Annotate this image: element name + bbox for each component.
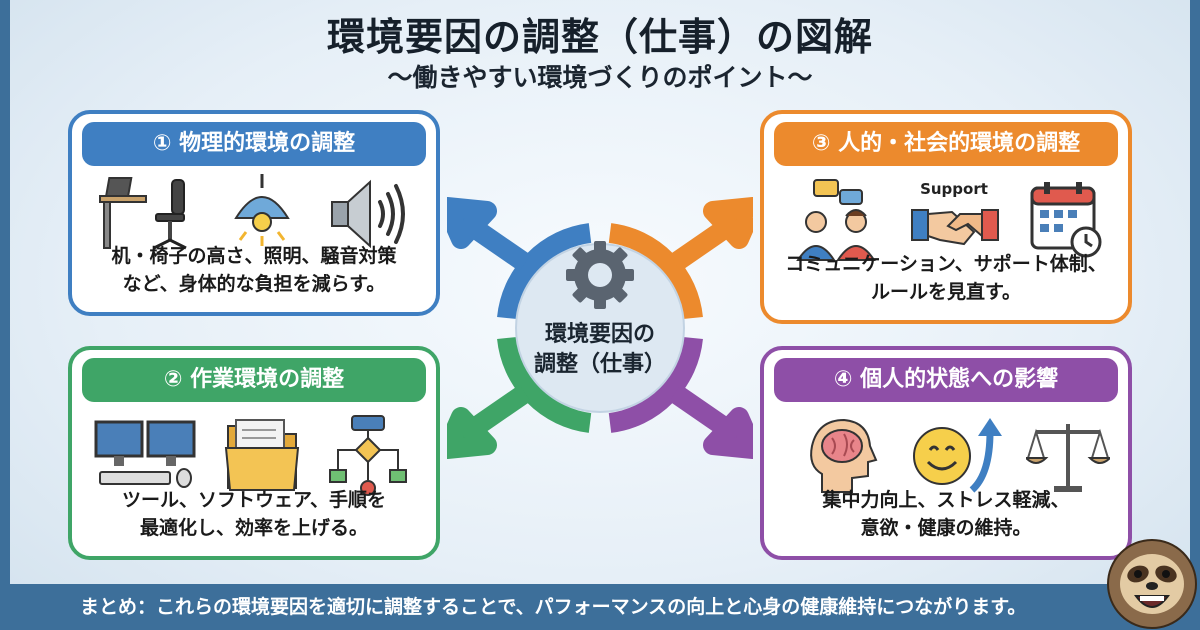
- arrow-purple: [669, 384, 753, 459]
- folder-icon: [224, 419, 300, 491]
- center-ring-diagram: [447, 197, 753, 459]
- flowchart-icon: [329, 415, 407, 496]
- support-label: Support: [920, 180, 988, 198]
- card-desc-line2: ルールを見直す。: [870, 281, 1022, 303]
- calendar-icon: [1030, 182, 1102, 258]
- center-label-line1: 環境要因の: [544, 322, 655, 347]
- arrow-orange: [669, 197, 753, 272]
- card-heading: ① 物理的環境の調整: [82, 122, 426, 166]
- people-chat-icon: [796, 179, 876, 261]
- card-physical-environment: ① 物理的環境の調整 机・椅子の高さ、照明、騒音対策: [68, 110, 440, 316]
- page-title: 環境要因の調整（仕事）の図解: [326, 15, 873, 59]
- card-personal-state: ④ 個人的状態への影響 集中力向上、ストレス軽減、 意欲・健康の維持。: [760, 346, 1132, 560]
- balance-scale-icon: [1026, 424, 1110, 492]
- card-desc-line2: 意欲・健康の維持。: [860, 517, 1032, 539]
- brain-head-icon: [810, 418, 878, 493]
- handshake-icon: [911, 209, 999, 246]
- arc-orange: [608, 223, 703, 320]
- arrow-blue: [447, 197, 531, 272]
- desk-chair-icon: [99, 177, 187, 250]
- card-desc-line1: 机・椅子の高さ、照明、騒音対策: [111, 245, 397, 267]
- gear-icon: [566, 241, 634, 309]
- card-heading: ② 作業環境の調整: [82, 358, 426, 402]
- card-heading: ④ 個人的状態への影響: [774, 358, 1118, 402]
- arrow-green: [447, 384, 531, 459]
- monitors-icon: [94, 420, 196, 488]
- card-desc-line2: など、身体的な負担を減らす。: [122, 273, 386, 295]
- card-desc-line2: 最適化し、効率を上げる。: [139, 517, 368, 539]
- card-desc-line1: コミュニケーション、サポート体制、: [785, 253, 1107, 275]
- smile-up-icon: [913, 418, 1002, 493]
- card-desc-line1: 集中力向上、ストレス軽減、: [822, 489, 1070, 511]
- summary-footer: まとめ：これらの環境要因を適切に調整することで、パフォーマンスの向上と心身の健康…: [0, 584, 1200, 630]
- center-label: 環境要因の 調整（仕事）: [510, 320, 690, 380]
- card-heading: ③ 人的・社会的環境の調整: [774, 122, 1118, 166]
- card-work-environment: ② 作業環境の調整 ツール、ソフトウェア、手順を 最適化し、効率を上: [68, 346, 440, 560]
- center-label-line2: 調整（仕事）: [533, 352, 666, 377]
- arc-blue: [497, 223, 592, 320]
- arc-purple: [608, 336, 703, 433]
- card-desc-line1: ツール、ソフトウェア、手順を: [121, 489, 387, 511]
- lamp-icon: [234, 174, 290, 246]
- card-social-environment: ③ 人的・社会的環境の調整 Support: [760, 110, 1132, 324]
- arc-green: [497, 336, 592, 433]
- speaker-icon: [331, 179, 405, 249]
- sloth-icon: [1107, 539, 1197, 629]
- page-subtitle: 〜働きやすい環境づくりのポイント〜: [387, 63, 813, 92]
